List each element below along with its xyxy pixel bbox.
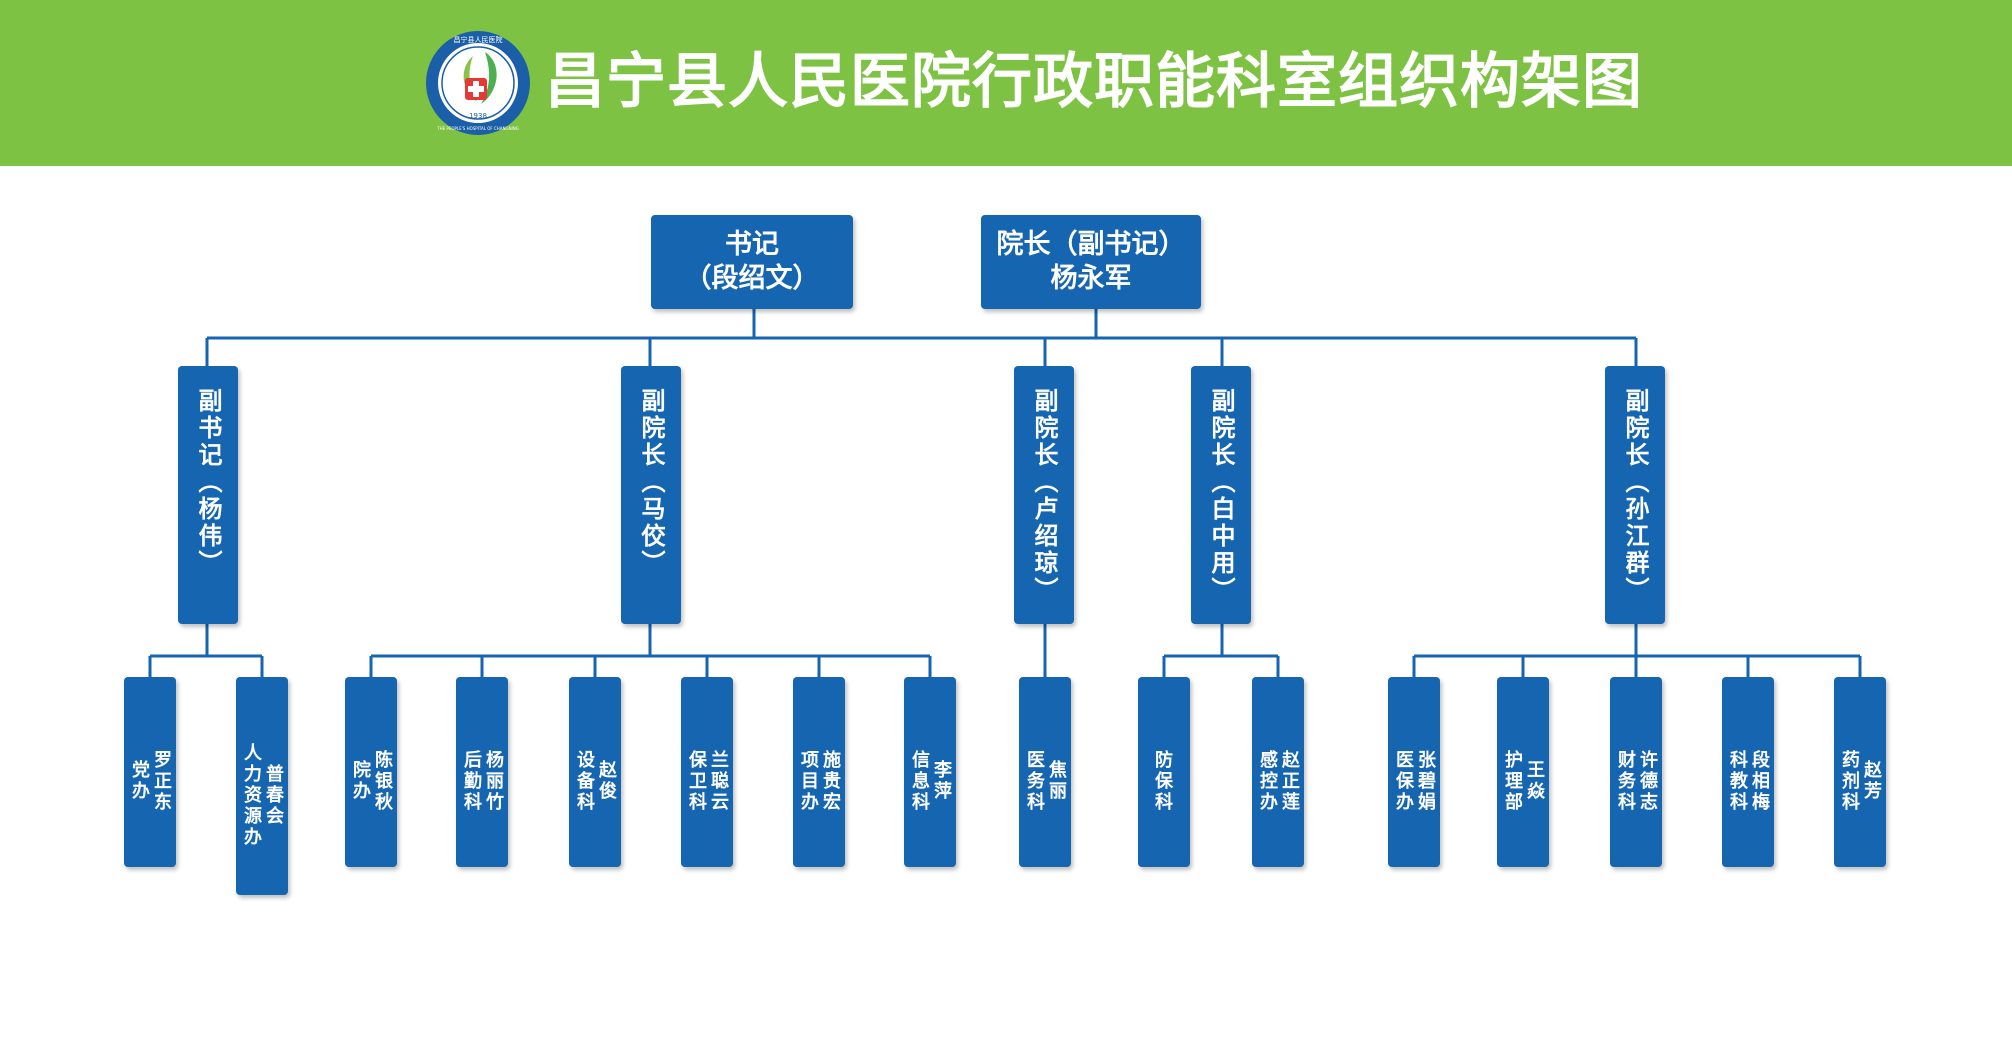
dept-person: 焦丽 [1046,760,1067,802]
dept-person: 罗正东 [151,749,172,813]
dept-box: 项目办 施贵宏 [793,677,845,867]
dept-name: 党办 [129,760,150,802]
dept-person: 王焱 [1524,760,1545,802]
leader-name: （马佼） [637,469,665,577]
dept-name: 院办 [350,760,371,802]
dept-person: 赵芳 [1861,760,1882,802]
dept-box: 科教科 段相梅 [1722,677,1774,867]
leader-title: 副院长 [637,388,665,469]
dept-person: 张碧娟 [1415,749,1436,813]
dept-box: 医务科 焦丽 [1019,677,1071,867]
dept-person: 普春会 [263,763,284,827]
leader-box-5: 副院长（孙江群） [1605,366,1665,624]
dept-person: 陈银秋 [372,749,393,813]
dept-name: 科教科 [1727,749,1748,813]
dept-person: 李萍 [931,760,952,802]
dept-name: 药剂科 [1839,749,1860,813]
dept-box: 医保办 张碧娟 [1388,677,1440,867]
dept-person: 赵俊 [596,760,617,802]
leader-name: （白中用） [1207,469,1235,604]
dept-name: 医保办 [1393,749,1414,813]
svg-text:1938: 1938 [469,112,487,120]
dept-name: 医务科 [1024,749,1045,813]
secretary-box: 书记 （段绍文） [651,215,853,309]
svg-text:THE PEOPLE'S HOSPITAL OF CHANG: THE PEOPLE'S HOSPITAL OF CHANGNING [436,126,519,131]
secretary-name: （段绍文） [684,263,820,294]
president-title: 院长（副书记） [996,229,1186,260]
leader-box-2: 副院长（马佼） [621,366,681,624]
dept-box: 党办 罗正东 [124,677,176,867]
dept-name: 设备科 [574,749,595,813]
leader-title: 副院长 [1207,388,1235,469]
dept-person: 段相梅 [1749,749,1770,813]
dept-name: 保卫科 [686,749,707,813]
dept-box: 后勤科 杨丽竹 [456,677,508,867]
dept-person: 赵正莲 [1279,749,1300,813]
dept-person: 许德志 [1637,749,1658,813]
dept-name: 信息科 [909,749,930,813]
dept-box: 财务科 许德志 [1610,677,1662,867]
leader-box-1: 副书记（杨伟） [178,366,238,624]
hospital-logo-icon: 1938 昌宁县人民医院 THE PEOPLE'S HOSPITAL OF CH… [426,31,530,135]
leader-name: （卢绍琼） [1030,469,1058,604]
president-box: 院长（副书记） 杨永军 [981,215,1201,309]
dept-person: 施贵宏 [820,749,841,813]
leader-name: （孙江群） [1621,469,1649,604]
dept-name: 后勤科 [461,749,482,813]
president-name: 杨永军 [1050,263,1132,294]
dept-name: 项目办 [798,749,819,813]
page-title: 昌宁县人民医院行政职能科室组织构架图 [545,47,1643,117]
dept-box: 感控办 赵正莲 [1252,677,1304,867]
dept-box: 设备科 赵俊 [569,677,621,867]
dept-box: 信息科 李萍 [904,677,956,867]
dept-person: 杨丽竹 [483,749,504,813]
dept-box: 防保科 [1138,677,1190,867]
dept-box: 护理部 王焱 [1497,677,1549,867]
dept-box: 人力资源办 普春会 [236,677,288,895]
dept-name: 防保科 [1152,749,1173,813]
leader-box-3: 副院长（卢绍琼） [1014,366,1074,624]
leader-title: 副院长 [1030,388,1058,469]
header-banner: 1938 昌宁县人民医院 THE PEOPLE'S HOSPITAL OF CH… [0,0,2012,166]
dept-box: 院办 陈银秋 [345,677,397,867]
leader-box-4: 副院长（白中用） [1191,366,1251,624]
dept-name: 财务科 [1615,749,1636,813]
dept-name: 人力资源办 [241,742,262,848]
leader-title: 副书记 [194,388,222,469]
leader-title: 副院长 [1621,388,1649,469]
secretary-title: 书记 [725,229,779,260]
dept-person: 兰聪云 [708,749,729,813]
dept-name: 护理部 [1502,749,1523,813]
dept-name: 感控办 [1257,749,1278,813]
dept-box: 药剂科 赵芳 [1834,677,1886,867]
leader-name: （杨伟） [194,469,222,577]
dept-box: 保卫科 兰聪云 [681,677,733,867]
svg-text:昌宁县人民医院: 昌宁县人民医院 [454,35,503,44]
